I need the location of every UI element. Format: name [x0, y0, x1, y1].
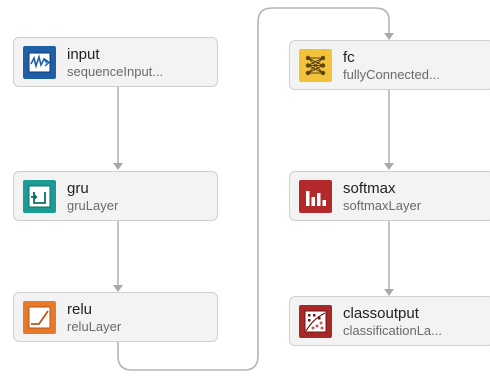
classification-output-icon — [299, 305, 332, 338]
layer-node-relu[interactable]: relu reluLayer — [13, 292, 218, 342]
layer-name: fc — [343, 49, 355, 66]
layer-type: sequenceInput... — [67, 64, 164, 79]
softmax-icon — [299, 180, 332, 213]
layer-node-softmax[interactable]: softmax softmaxLayer — [289, 171, 490, 221]
arrowhead-relu — [113, 285, 123, 292]
gru-icon — [23, 180, 56, 213]
layer-name: gru — [67, 180, 89, 197]
arrowhead-classoutput — [384, 289, 394, 296]
layer-node-classoutput[interactable]: classoutput classificationLa... — [289, 296, 490, 346]
edge-relu-fc — [117, 7, 390, 371]
arrowhead-gru — [113, 163, 123, 170]
layer-type: fullyConnected... — [343, 67, 440, 82]
layer-type: softmaxLayer — [343, 198, 422, 213]
sequence-input-icon — [23, 46, 56, 79]
arrowhead-fc — [384, 33, 394, 40]
fully-connected-icon — [299, 49, 332, 82]
layer-type: classificationLa... — [343, 323, 442, 338]
relu-icon — [23, 301, 56, 334]
layer-node-gru[interactable]: gru gruLayer — [13, 171, 218, 221]
layer-name: input — [67, 46, 100, 63]
layer-node-fc[interactable]: fc fullyConnected... — [289, 40, 490, 90]
layer-name: relu — [67, 301, 93, 318]
layer-type: reluLayer — [67, 319, 122, 334]
layer-name: classoutput — [343, 305, 419, 322]
arrowhead-softmax — [384, 163, 394, 170]
layer-type: gruLayer — [67, 198, 119, 213]
layer-name: softmax — [343, 180, 396, 197]
layer-node-input[interactable]: input sequenceInput... — [13, 37, 218, 87]
